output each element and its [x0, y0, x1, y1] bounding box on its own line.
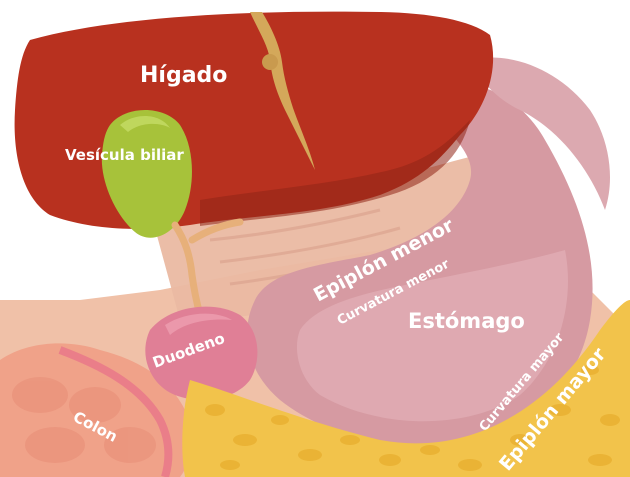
label-gallbladder: Vesícula biliar — [65, 146, 184, 164]
round-ligament-knot — [262, 54, 278, 70]
label-liver: Hígado — [140, 63, 227, 88]
label-stomach: Estómago — [408, 309, 525, 333]
